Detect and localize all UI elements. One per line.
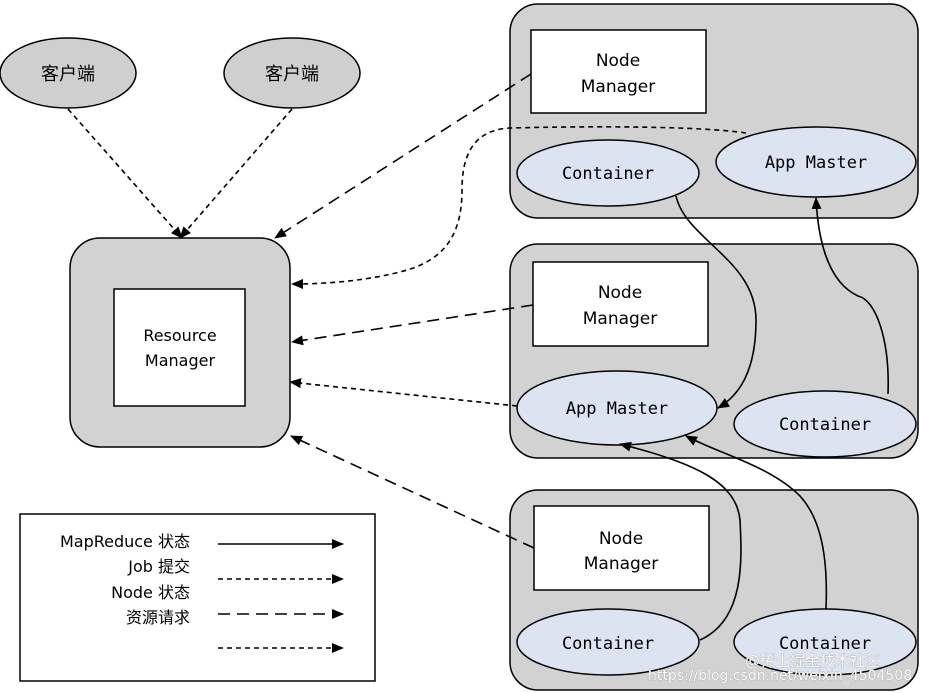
node2-container-ellipse (733, 390, 917, 458)
resource-manager-box (113, 288, 246, 407)
node1-container-ellipse (516, 139, 700, 207)
legend-label-mapreduce-status: MapReduce 状态 (60, 532, 190, 551)
client-label-1: 客户端 (41, 64, 95, 85)
node-manager-3-line1: Node (599, 529, 643, 549)
node-manager-3-line2: Manager (584, 554, 659, 574)
client-ellipse-1 (0, 37, 137, 109)
node-manager-box-3 (533, 505, 710, 591)
node-manager-2-line2: Manager (583, 309, 658, 329)
node2-container-label: Container (779, 415, 871, 435)
node3-right-container-to-am2-curve (685, 435, 828, 610)
legend-box (19, 513, 376, 682)
resource-manager-line2: Manager (145, 351, 216, 370)
node1-app-master-ellipse (715, 126, 917, 198)
node2-app-master-ellipse (516, 370, 718, 446)
nm3-to-rm-arrow (290, 435, 535, 549)
node1-container-to-am2-curve (675, 195, 757, 409)
node3-left-container-to-am2-curve (619, 441, 742, 641)
node3-container-left-label: Container (562, 634, 654, 654)
node-manager-box-1 (530, 29, 707, 114)
node-manager-box-2 (532, 261, 709, 347)
legend-label-node-status: Node 状态 (111, 583, 190, 602)
client2-to-rm-arrow (179, 108, 293, 239)
am1-to-rm-curve (291, 126, 747, 289)
am2-to-rm-arrow (289, 378, 518, 407)
client-label-2: 客户端 (265, 64, 319, 85)
client-ellipse-2 (223, 37, 361, 109)
node-manager-1-line1: Node (596, 51, 640, 71)
resource-manager-line1: Resource (143, 326, 216, 345)
node1-app-master-label: App Master (765, 153, 867, 173)
nm1-to-rm-arrow (274, 73, 532, 239)
node3-container-right-ellipse (733, 608, 917, 676)
legend-label-job-submit: Job 提交 (127, 557, 190, 576)
watermark-site: @稀土掘金技术社区 (745, 652, 880, 670)
legend-label-resource-request: 资源请求 (126, 608, 190, 627)
client1-to-rm-arrow (67, 108, 183, 239)
node3-container-left-ellipse (516, 608, 700, 676)
node1-container-label: Container (562, 164, 654, 184)
node-manager-2-line1: Node (598, 283, 642, 303)
node3-container-right-label: Container (779, 634, 871, 654)
nm2-to-rm-arrow (291, 304, 534, 346)
watermark-url: https://blog.csdn.net/weixin_4504508 (648, 668, 912, 684)
node-manager-1-line2: Manager (581, 77, 656, 97)
node2-app-master-label: App Master (566, 399, 668, 419)
node2-container-to-am1-curve (811, 197, 889, 395)
